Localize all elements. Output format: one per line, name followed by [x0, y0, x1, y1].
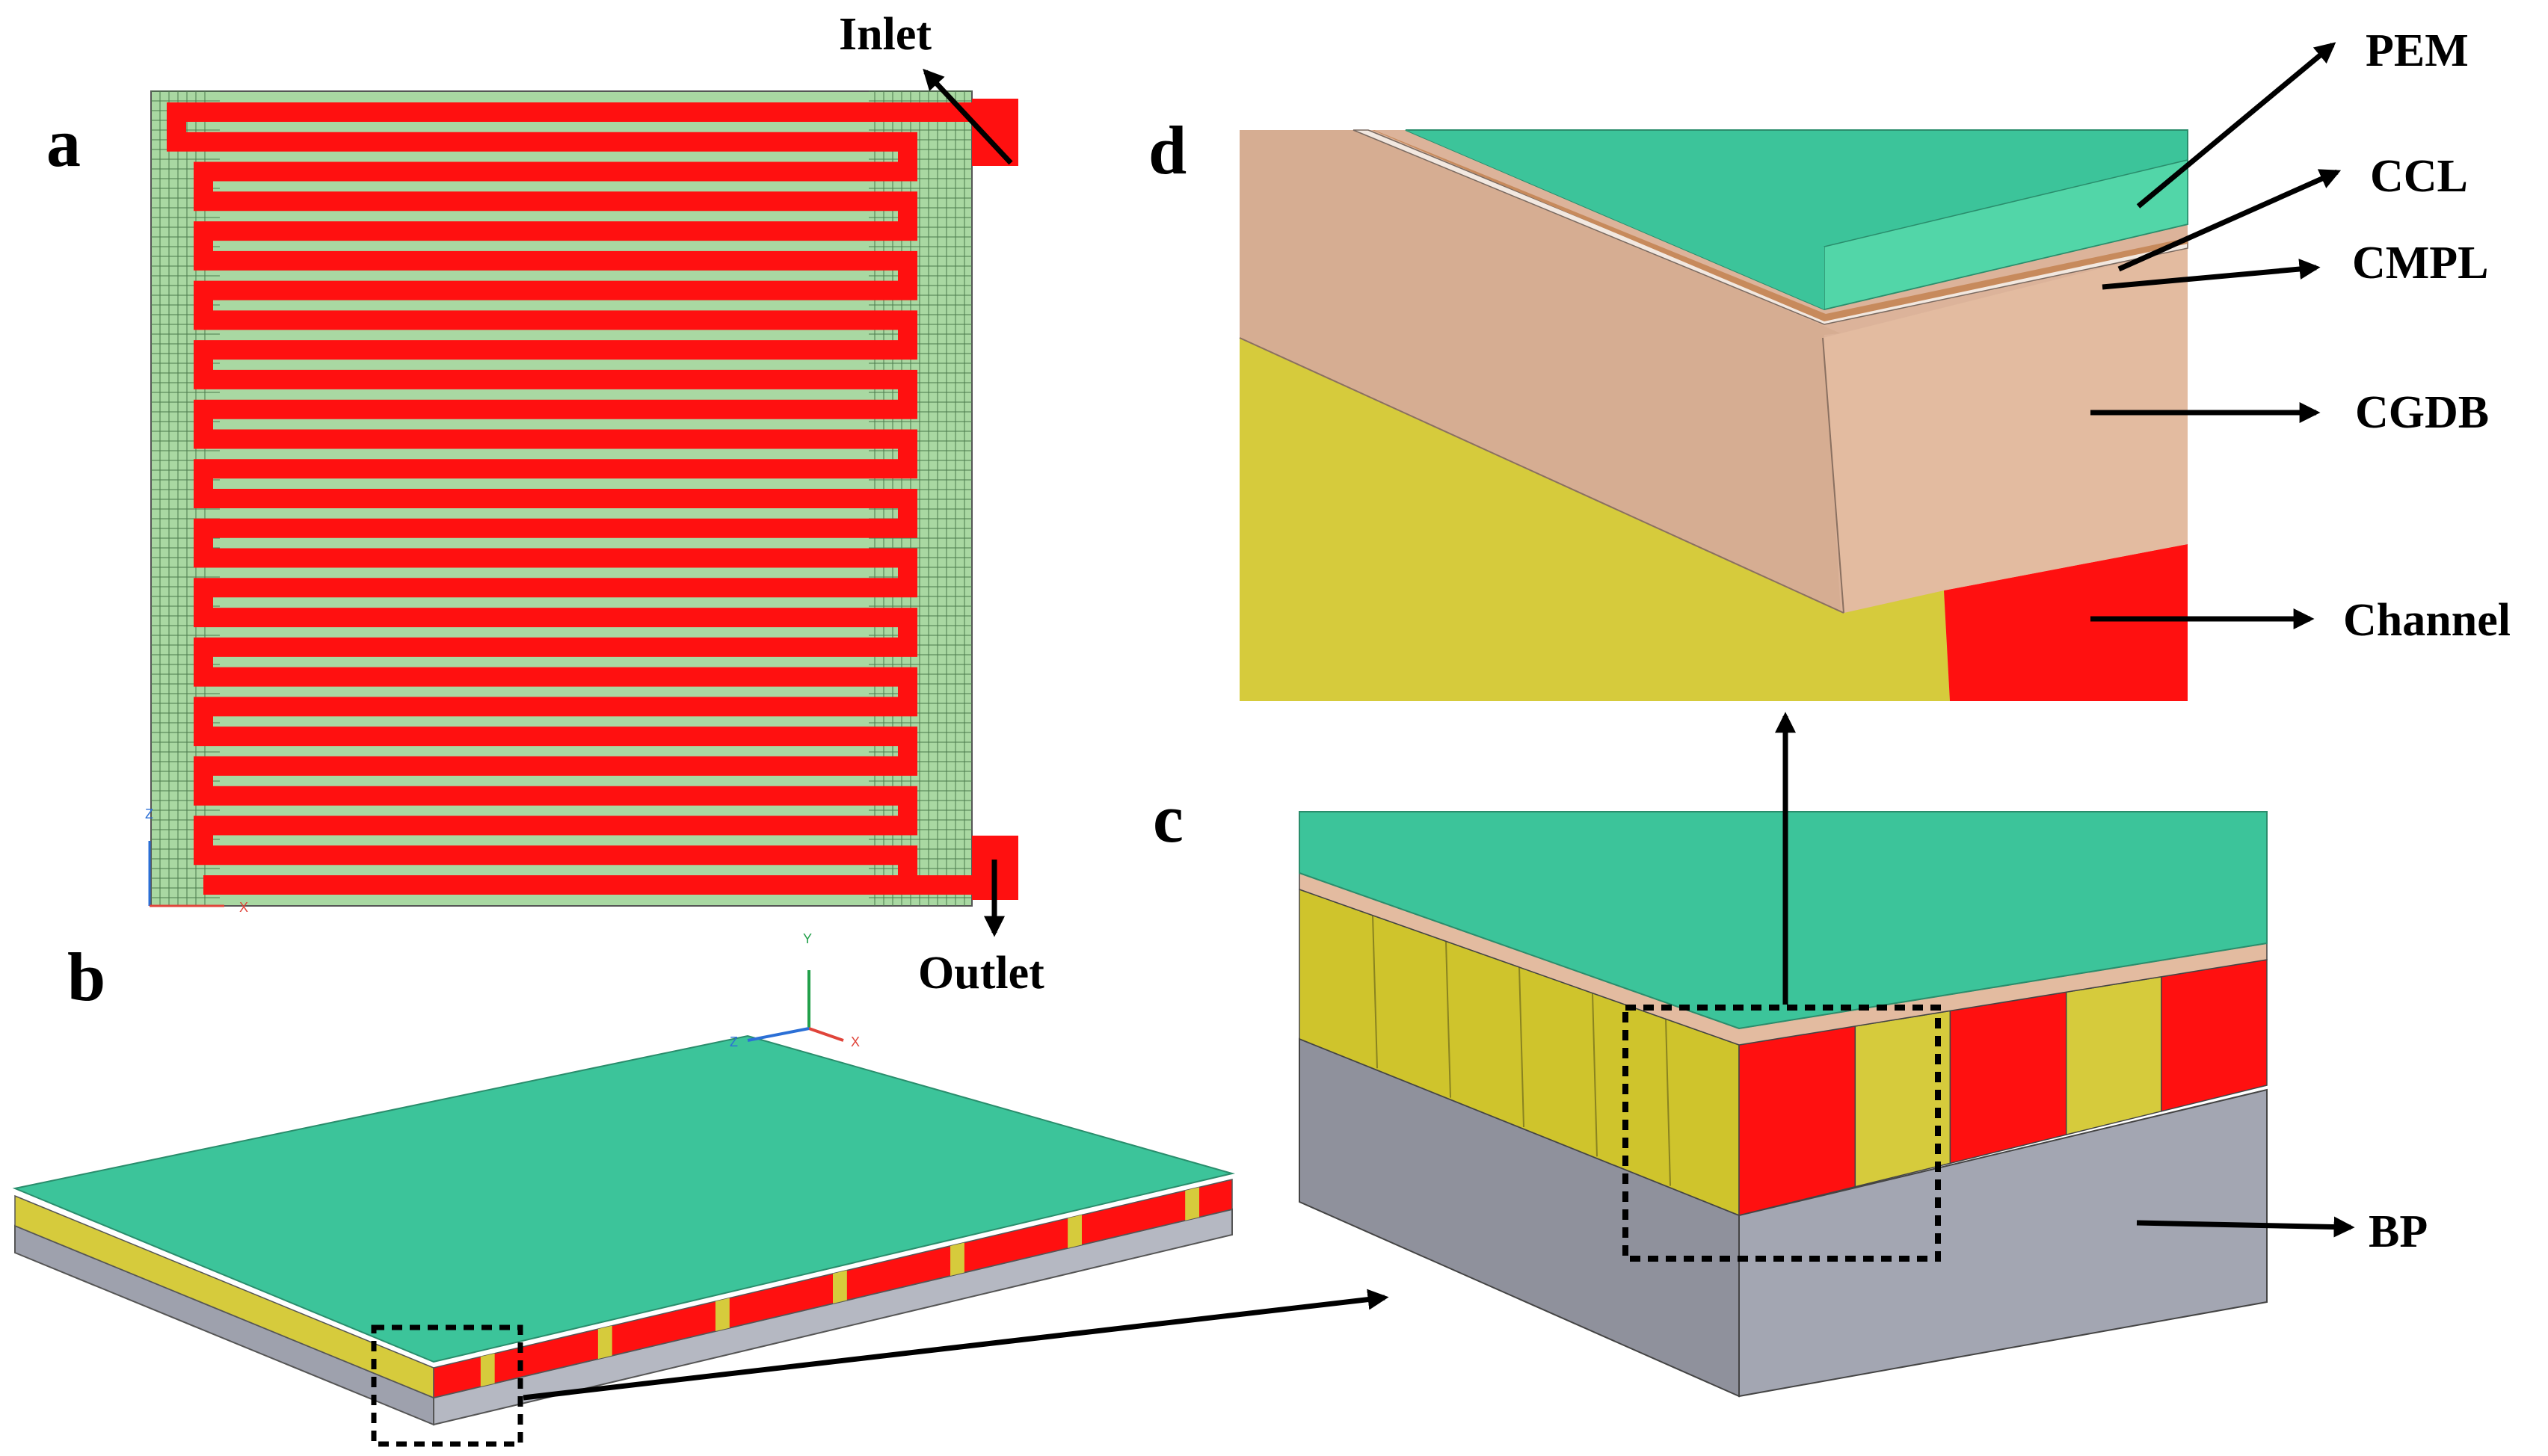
bipolar-plate-c-side	[1738, 1088, 2268, 1398]
rib-segment	[833, 1270, 847, 1304]
channel-label: Channel	[2343, 595, 2511, 646]
gdl-front-d	[1240, 130, 1841, 613]
bp-label: BP	[2369, 1206, 2428, 1257]
rib-segment	[597, 1325, 612, 1360]
mesh-grid	[151, 90, 972, 906]
channel-block	[1949, 991, 2067, 1165]
ccl-label: CCL	[2370, 151, 2468, 202]
mesh-lines	[151, 90, 972, 906]
panel-c: c BP	[1153, 712, 2428, 1398]
axis-label-z: Z	[145, 806, 153, 821]
membrane-cap-d	[1406, 130, 1824, 309]
rib-divider	[1518, 966, 1524, 1128]
rib-segment	[480, 1353, 495, 1387]
rib-block	[2065, 975, 2162, 1136]
axis-triad-b: Y X Z	[730, 931, 860, 1049]
inlet-arrow	[923, 68, 1013, 165]
pem-label: PEM	[2366, 25, 2469, 76]
rib-segment	[1068, 1215, 1082, 1248]
panel-letter-c: c	[1153, 780, 1184, 857]
panel-letter-d: d	[1148, 112, 1187, 188]
axis-label-z-b: Z	[730, 1034, 738, 1049]
panel-letter-b: b	[67, 939, 105, 1015]
zoom-arrow-b-to-c	[523, 1289, 1389, 1401]
axis-label-x-b: X	[851, 1034, 860, 1049]
panel-letter-a: a	[46, 105, 81, 181]
zoom-box-c	[1622, 1005, 1941, 1262]
serpentine-channel	[167, 102, 994, 895]
rib-segments-b	[480, 1187, 1200, 1387]
channel-block	[2161, 959, 2268, 1112]
gdl-side-d	[1823, 247, 2188, 613]
panel-d: d PEM CCL CMPL CGDB Channel	[1148, 25, 2511, 701]
cgdb-label: CGDB	[2355, 387, 2489, 438]
rib-segment	[715, 1298, 730, 1332]
panel-b: b Y X Z	[12, 931, 1389, 1447]
channel-d	[1944, 544, 2188, 701]
channel-blocks-c	[1738, 959, 2268, 1216]
axis-label-y-b: Y	[803, 931, 812, 946]
ccl-arrow	[2117, 169, 2342, 272]
rib-d	[1240, 338, 1950, 701]
panel-a: Z X a Inlet Outlet	[46, 9, 1044, 999]
pem-arrow	[2136, 42, 2336, 209]
outlet-label: Outlet	[918, 948, 1044, 999]
axis-label-x: X	[239, 900, 248, 915]
cmpl-arrow	[2102, 259, 2321, 290]
bp-arrow	[2136, 1216, 2355, 1238]
rib-segment	[1185, 1187, 1200, 1221]
axis-triad-a: Z X	[145, 806, 248, 915]
rib-divider	[1372, 915, 1378, 1069]
inlet-label: Inlet	[839, 9, 932, 60]
rib-divider	[1592, 993, 1598, 1157]
rib-segment	[950, 1242, 964, 1276]
rib-divider	[1665, 1019, 1671, 1186]
cmpl-label: CMPL	[2352, 238, 2489, 289]
zoom-box-b	[371, 1324, 523, 1447]
membrane-top-b	[12, 1034, 1235, 1363]
channel-block	[1738, 1025, 1856, 1216]
rib-divider	[1445, 941, 1451, 1098]
rib-dividers-c	[1372, 915, 1671, 1186]
